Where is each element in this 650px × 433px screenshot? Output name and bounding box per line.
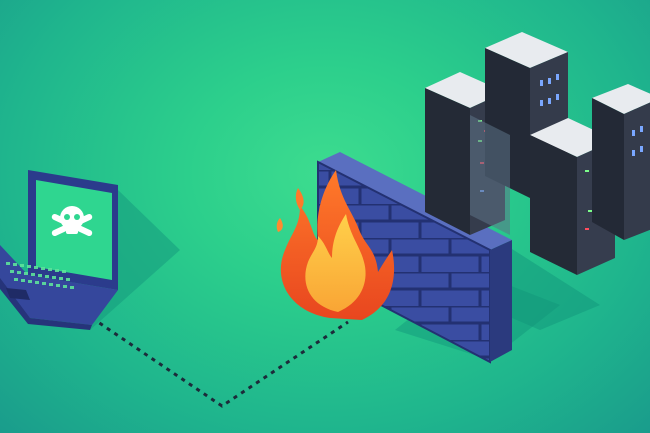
skull-crossbones-icon xyxy=(51,206,93,237)
server-rack-icon xyxy=(425,32,650,275)
fire-icon xyxy=(276,170,395,320)
attack-path-line xyxy=(91,316,349,408)
laptop-icon xyxy=(0,170,118,330)
